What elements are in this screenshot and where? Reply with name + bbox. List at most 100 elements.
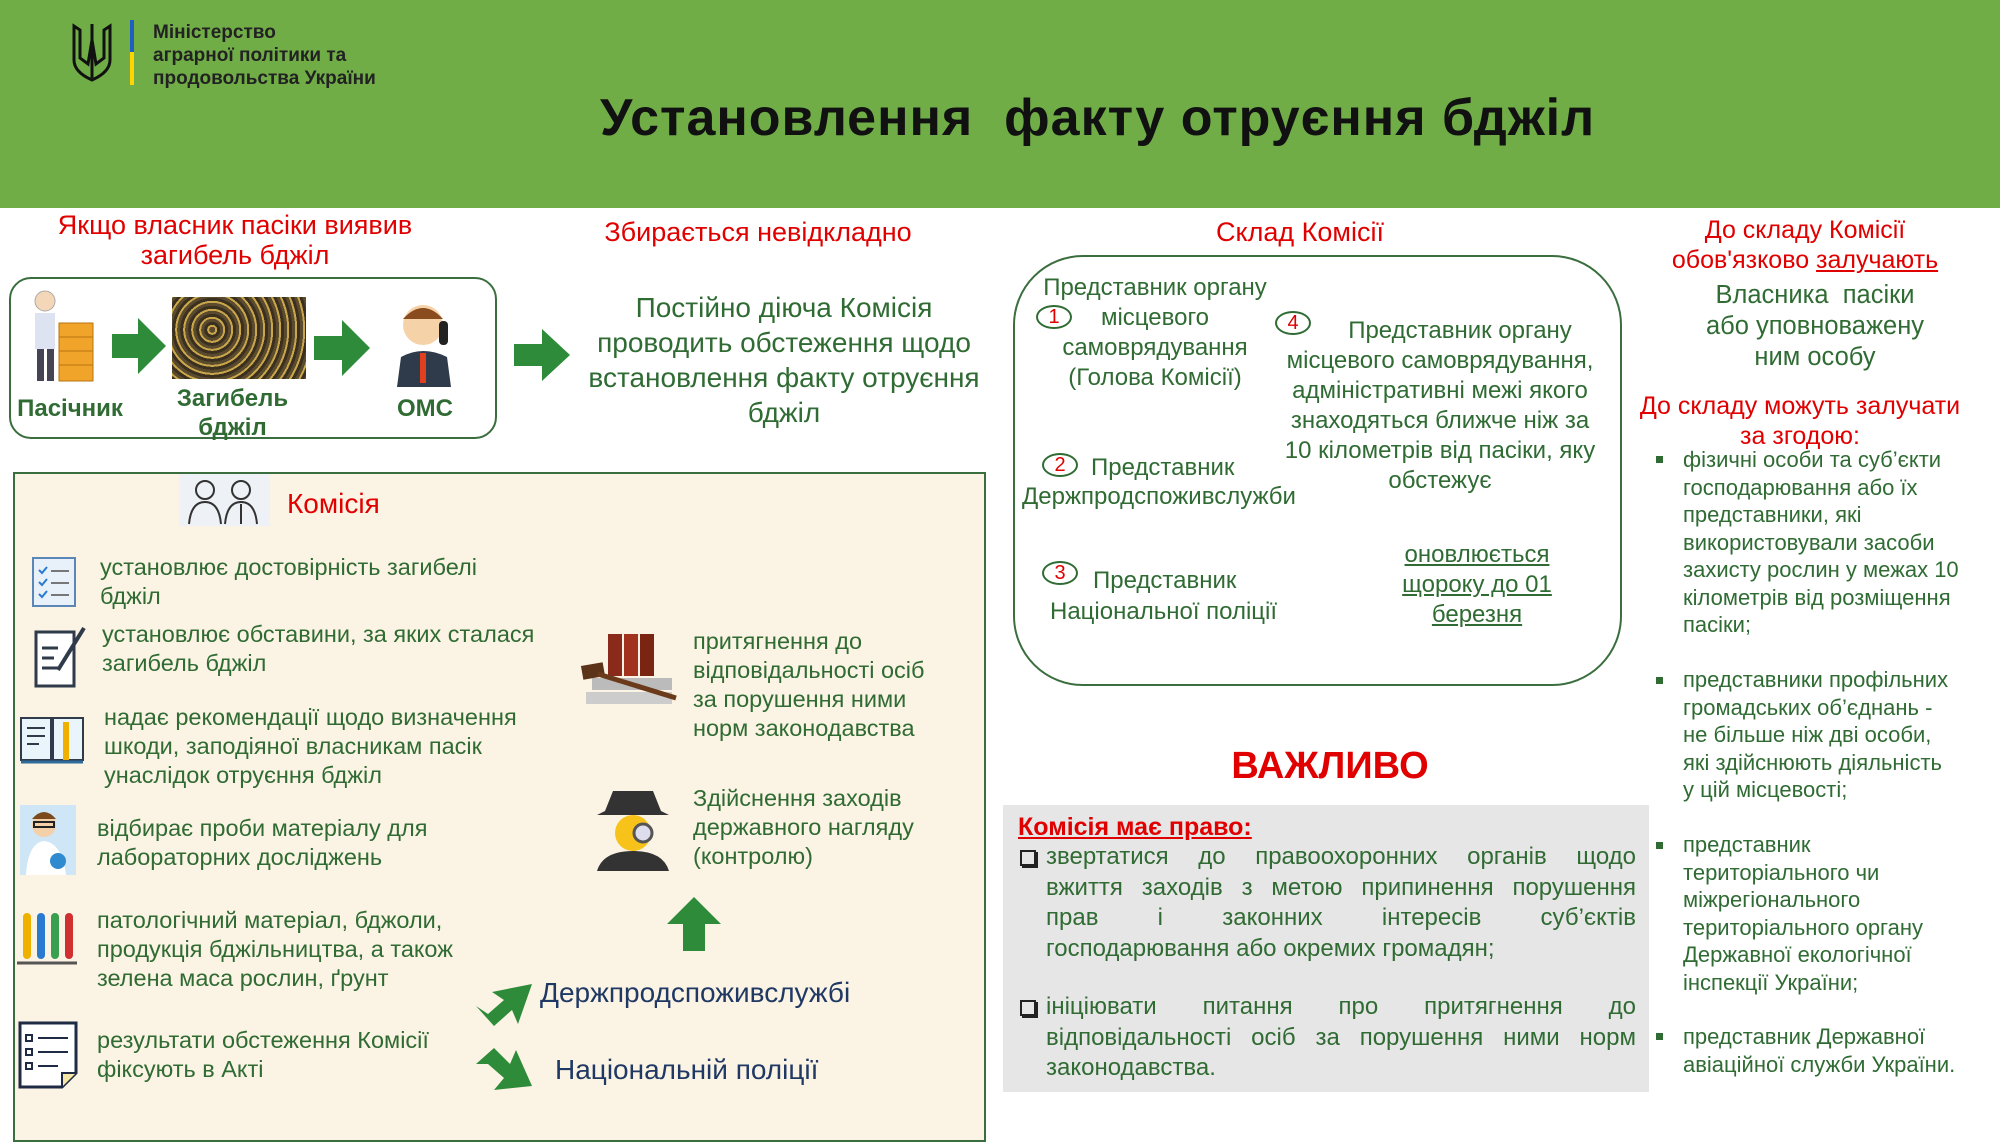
text-line: Постійно діюча Комісія bbox=[635, 292, 933, 323]
target-derzhprod: Держпродспоживслужбі bbox=[540, 977, 851, 1008]
text-line: притягнення до bbox=[693, 628, 863, 654]
number-badge: 3 bbox=[1042, 561, 1078, 585]
ministry-line: аграрної політики та bbox=[153, 45, 347, 66]
number-badge: 2 bbox=[1042, 453, 1078, 477]
immediate-text: Постійно діюча Комісія проводить обстежен… bbox=[578, 290, 990, 430]
step-oms: ОМС bbox=[397, 395, 453, 422]
composition-heading: Склад Комісії bbox=[1216, 217, 1384, 247]
member-2-org: Держпродспоживслужби bbox=[1022, 483, 1296, 510]
scientist-icon bbox=[20, 805, 76, 875]
text-line: вжиття заходів з метою припинення поруше… bbox=[1046, 873, 1636, 901]
text-line: авіаційної служби України. bbox=[1683, 1051, 1956, 1077]
text-line: не більше ніж дві особи, bbox=[1683, 722, 1932, 747]
header-banner bbox=[0, 0, 2000, 208]
text-line: адміністративні межі якого bbox=[1292, 377, 1588, 404]
duty-line: установлює достовірність загибелі bbox=[100, 554, 477, 580]
arrow-right-icon bbox=[112, 318, 166, 374]
flow-heading-line: Якщо власник пасіки виявив bbox=[57, 210, 413, 240]
duty-line: лабораторних досліджень bbox=[97, 844, 383, 870]
flag-yellow bbox=[130, 52, 134, 85]
rights-panel bbox=[1003, 805, 1649, 1092]
arrow-up-icon bbox=[667, 897, 721, 951]
text-line: Власника пасіки bbox=[1715, 281, 1915, 309]
text-line: (Голова Комісії) bbox=[1068, 364, 1242, 391]
text-line: територіального органу bbox=[1683, 914, 1923, 940]
text-line: Здійснення заходів bbox=[693, 785, 902, 811]
dead-bees-photo bbox=[172, 297, 306, 379]
arrow-right-icon bbox=[514, 329, 570, 381]
duty-line: унаслідок отруєння бджіл bbox=[104, 762, 382, 788]
text-line: представник bbox=[1683, 832, 1811, 857]
text-line: представник Державної bbox=[1683, 1024, 1926, 1049]
text-line: прав і законних інтересів суб’єктів bbox=[1046, 904, 1636, 931]
text-line: березня bbox=[1431, 601, 1523, 628]
text-line: за згодою: bbox=[1740, 422, 1860, 450]
ministry-line: Міністерство bbox=[153, 22, 276, 43]
step-beekeeper: Пасічник bbox=[17, 395, 123, 422]
composition-box bbox=[1013, 255, 1622, 686]
text-line: господарювання або їх bbox=[1683, 474, 1918, 500]
duty-line: загибель бджіл bbox=[102, 650, 267, 676]
detective-icon bbox=[593, 787, 673, 871]
text-line: встановлення факту отруєння bbox=[588, 362, 980, 393]
member-3-title: Представник bbox=[1093, 567, 1237, 594]
text-line: 10 кілометрів від пасіки, яку bbox=[1284, 437, 1596, 464]
book-pencil-icon bbox=[18, 710, 86, 766]
text-span: обов'язково bbox=[1671, 246, 1817, 274]
text-line: законодавства. bbox=[1046, 1054, 1216, 1081]
duty-line: продукція бджільництва, а також bbox=[97, 936, 453, 962]
act-document-icon bbox=[16, 1020, 80, 1090]
text-line: (контролю) bbox=[693, 843, 813, 869]
text-line: ініціювати питання про притягнення до bbox=[1046, 993, 1636, 1020]
target-police: Національній поліції bbox=[555, 1054, 819, 1085]
duty-line: шкоди, заподіяної власникам пасік bbox=[104, 733, 482, 759]
text-line: міжрегіонального bbox=[1683, 887, 1861, 912]
text-line: проводить обстеження щодо bbox=[597, 327, 971, 358]
text-line: у цій місцевості; bbox=[1683, 777, 1848, 802]
text-line: До складу можуть залучати bbox=[1639, 392, 1961, 420]
text-line: місцевого bbox=[1100, 304, 1210, 331]
bullet-icon bbox=[1656, 1033, 1663, 1040]
beekeeper-icon bbox=[25, 287, 109, 388]
text-span: залучають bbox=[1816, 246, 1939, 274]
commission-duty: відбирає проби матеріалу для лабораторних… bbox=[97, 814, 427, 872]
curved-arrow-down-right-icon bbox=[476, 1048, 532, 1090]
step-line: Загибель bbox=[176, 385, 289, 412]
text-line: інспекції України; bbox=[1683, 969, 1859, 995]
page-title: Установлення факту отруєння бджіл bbox=[600, 89, 1596, 147]
text-line: бджіл bbox=[747, 397, 821, 428]
text-line: Державної екологічної bbox=[1683, 942, 1912, 967]
text-line: представники профільних bbox=[1683, 667, 1949, 692]
text-line: за порушення ними bbox=[693, 686, 907, 712]
text-line: самоврядування bbox=[1062, 334, 1248, 361]
text-line: норм законодавства bbox=[693, 715, 915, 741]
ministry-name: Міністерство аграрної політики та продов… bbox=[153, 21, 376, 90]
arrow-right-icon bbox=[314, 320, 370, 376]
text-line: громадських об’єднань - bbox=[1683, 694, 1933, 720]
rights-heading: Комісія має право: bbox=[1018, 813, 1252, 841]
bullet-icon bbox=[1656, 456, 1663, 463]
text-line: господарювання або окремих громадян; bbox=[1046, 934, 1495, 962]
people-icon bbox=[179, 474, 270, 526]
text-line: обстежує bbox=[1388, 467, 1492, 494]
right-item: звертатися до правоохоронних органів щод… bbox=[1046, 842, 1636, 964]
text-line: представники, які bbox=[1683, 502, 1862, 527]
text-line: знаходяться ближче ніж за bbox=[1290, 407, 1590, 434]
duty-line: відбирає проби матеріалу для bbox=[97, 815, 428, 841]
text-line: фізичні особи та суб’єкти bbox=[1683, 447, 1942, 472]
immediate-heading: Збирається невідкладно bbox=[604, 217, 912, 247]
flag-blue bbox=[130, 20, 134, 52]
bullet-icon bbox=[1656, 677, 1663, 684]
important-heading: ВАЖЛИВО bbox=[1231, 745, 1429, 787]
